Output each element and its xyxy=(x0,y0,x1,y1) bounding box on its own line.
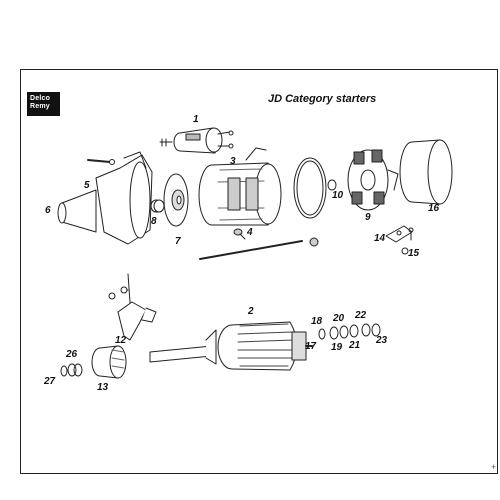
screw-part-15 xyxy=(401,227,414,255)
bushing-part-8 xyxy=(150,199,165,213)
part-label-16: 16 xyxy=(428,203,440,214)
part-label-13: 13 xyxy=(97,382,109,393)
part-label-4: 4 xyxy=(247,227,253,238)
part-label-23: 23 xyxy=(376,335,388,346)
ring-part-26 xyxy=(67,363,83,377)
pinion-part-13 xyxy=(91,345,127,379)
through-bolt xyxy=(199,237,319,260)
end-cover-part-16 xyxy=(399,139,453,205)
part-label-8: 8 xyxy=(151,216,157,227)
pinion-nose-part-6 xyxy=(57,189,97,233)
part-label-12: 12 xyxy=(115,335,127,346)
drive-housing-part-5 xyxy=(87,151,153,245)
part-label-26: 26 xyxy=(66,349,78,360)
part-label-27: 27 xyxy=(44,376,56,387)
part-label-17: 17 xyxy=(305,341,317,352)
washers-parts-17-23 xyxy=(318,323,381,340)
field-frame-part-3 xyxy=(198,147,282,226)
brush-plate-part-9 xyxy=(347,149,399,211)
part-label-14: 14 xyxy=(374,233,386,244)
logo-line-1: Delco xyxy=(30,95,51,102)
part-label-20: 20 xyxy=(333,313,345,324)
part-label-9: 9 xyxy=(365,212,371,223)
bush-part-10 xyxy=(327,179,337,191)
shift-lever-part-12 xyxy=(108,273,157,341)
part-label-19: 19 xyxy=(331,342,343,353)
part-label-15: 15 xyxy=(408,248,420,259)
ring-part-27 xyxy=(60,365,68,377)
part-label-7: 7 xyxy=(175,236,181,247)
diagram-frame xyxy=(20,69,498,474)
o-ring xyxy=(293,157,327,219)
part-label-2: 2 xyxy=(248,306,254,317)
part-label-5: 5 xyxy=(84,180,90,191)
part-label-10: 10 xyxy=(332,190,344,201)
part-label-1: 1 xyxy=(193,114,199,125)
part-label-3: 3 xyxy=(230,156,236,167)
delco-remy-logo: Delco Remy xyxy=(27,92,60,116)
part-label-21: 21 xyxy=(349,340,361,351)
intermediate-plate-part-7 xyxy=(163,173,189,227)
corner-mark: + xyxy=(491,462,497,472)
screw-part-4 xyxy=(233,228,246,240)
logo-line-2: Remy xyxy=(30,103,50,110)
part-label-22: 22 xyxy=(355,310,367,321)
diagram-title: JD Category starters xyxy=(268,93,377,105)
part-label-18: 18 xyxy=(311,316,323,327)
part-label-6: 6 xyxy=(45,205,51,216)
armature-part-2 xyxy=(149,321,313,371)
solenoid-part-1 xyxy=(159,127,234,154)
bracket-part-14 xyxy=(385,225,413,243)
